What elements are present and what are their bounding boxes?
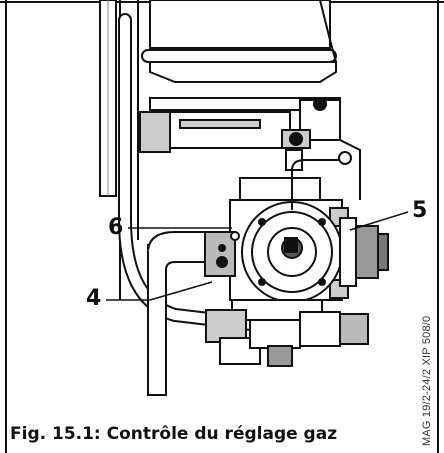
callout-5: 5 [412, 198, 428, 223]
lower-pipe [147, 231, 216, 396]
bottom-fittings [205, 299, 369, 367]
callout-6: 6 [108, 215, 124, 240]
drawing-reference: MAG 19/2-24/2 XIP 508/0 [421, 315, 433, 446]
callout-4: 4 [86, 286, 102, 311]
heat-exchanger [141, 0, 337, 83]
leader-lines [106, 211, 409, 301]
figure-caption: Fig. 15.1: Contrôle du réglage gaz [10, 424, 338, 444]
vertical-pipes [99, 0, 139, 300]
burner-assembly [139, 97, 361, 200]
regulator-dial [241, 159, 343, 303]
outlet-flange [339, 217, 389, 287]
